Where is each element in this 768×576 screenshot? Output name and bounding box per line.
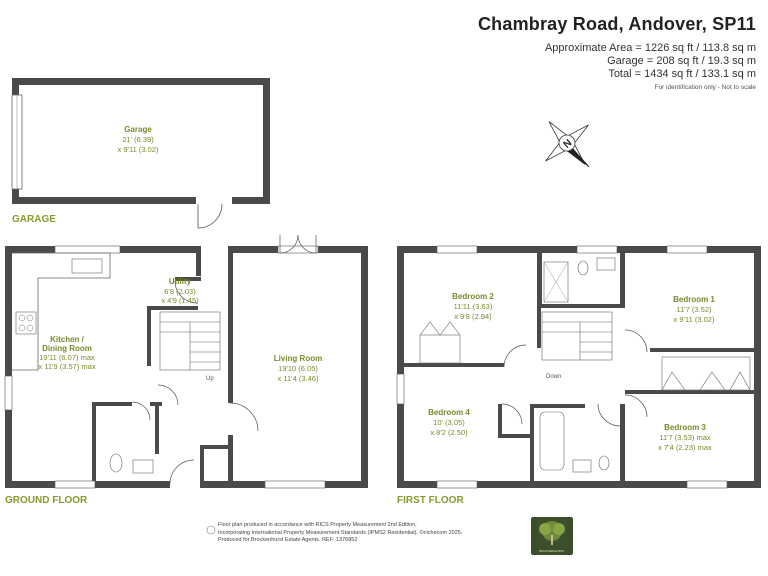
utility-name: Utility	[169, 277, 192, 286]
basin-icon	[132, 459, 154, 474]
bedroom4-name: Bedroom 4	[428, 408, 470, 417]
area-summary: Approximate Area = 1226 sq ft / 113.8 sq…	[545, 42, 756, 91]
bedroom2-dim2: x 9'8 (2.94)	[454, 312, 492, 321]
bathroom-basin-icon	[572, 459, 592, 473]
footer-line-3: Produced for Brockenhurst Estate Agents.…	[218, 537, 358, 543]
kitchen-dim1: 19'11 (6.07) max	[39, 353, 95, 362]
ground-floor-walls	[5, 246, 368, 488]
bath-icon	[539, 411, 565, 471]
utility-dim2: x 4'9 (1.45)	[161, 296, 199, 305]
bedroom2-dim1: 11'11 (3.63)	[454, 302, 493, 311]
garage-room-dim2: x 9'11 (3.02)	[118, 145, 159, 154]
ensuite-toilet-icon	[577, 260, 589, 276]
approx-area-text: Approximate Area = 1226 sq ft / 113.8 sq…	[544, 42, 756, 54]
ground-floor-windows	[4, 245, 326, 489]
living-dim1: 19'10 (6.05)	[278, 364, 318, 373]
garage-floor-label: GARAGE	[12, 214, 56, 225]
utility-dim1: 6'8 (2.03)	[164, 287, 196, 296]
bedroom3-name: Bedroom 3	[664, 423, 706, 432]
bedroom2-name: Bedroom 2	[452, 292, 494, 301]
wardrobes	[419, 321, 751, 391]
bedroom3-dim1: 11'7 (3.53) max	[659, 433, 711, 442]
bedroom4-dim2: x 8'2 (2.50)	[430, 428, 468, 437]
bedroom3-dim2: x 7'4 (2.23) max	[658, 443, 712, 452]
bedroom1-dim2: x 9'11 (3.02)	[674, 315, 715, 324]
garage-room-name: Garage	[124, 125, 152, 134]
footer-line-1: Floor plan produced in accordance with R…	[218, 522, 417, 528]
logo-text: BROCKENHURST	[539, 549, 565, 553]
kitchen-name1: Kitchen /	[50, 335, 85, 344]
living-dim2: x 11'4 (3.46)	[278, 374, 319, 383]
bathroom-toilet-icon	[598, 455, 610, 471]
first-door-swings	[501, 329, 648, 427]
toilet-icon	[109, 453, 123, 473]
disclaimer-text: For identification only - Not to scale	[654, 84, 756, 91]
ground-stairs	[159, 311, 221, 371]
first-stairs	[541, 311, 613, 361]
bedroom4-dim1: 10' (3.05)	[433, 418, 465, 427]
bedroom1-dim1: 11'7 (3.52)	[676, 305, 712, 314]
ground-stairs-label: Up	[206, 376, 214, 382]
kitchen-worktop	[12, 252, 111, 371]
property-address: Chambray Road, Andover, SP11	[477, 14, 756, 34]
total-area-text: Total = 1434 sq ft / 133.1 sq m	[608, 68, 756, 80]
kitchen-dim2: x 11'9 (3.57) max	[38, 362, 95, 371]
footer-line-2: Incorporating International Property Mea…	[218, 529, 463, 536]
sink-icon	[71, 258, 103, 274]
bedroom1-name: Bedroom 1	[673, 295, 715, 304]
kitchen-name2: Dining Room	[42, 344, 92, 353]
first-floor-walls	[397, 246, 761, 488]
info-icon	[206, 525, 216, 535]
ground-floor-label: GROUND FLOOR	[5, 495, 88, 506]
agent-logo: BROCKENHURST	[531, 517, 573, 555]
garage-room-dim1: 21' (6.39)	[122, 135, 154, 144]
living-name: Living Room	[274, 354, 322, 363]
ground-door-swings	[131, 280, 259, 485]
garage-side-door	[197, 203, 223, 229]
garage-area-text: Garage = 208 sq ft / 19.3 sq m	[607, 55, 756, 67]
footer-text: Floor plan produced in accordance with R…	[218, 522, 462, 545]
first-floor-windows	[396, 245, 728, 489]
compass-icon: N	[545, 121, 590, 168]
ensuite-basin-icon	[596, 257, 616, 271]
first-stairs-label: Down	[546, 374, 561, 380]
hob-icon	[15, 311, 37, 335]
first-floor-label: FIRST FLOOR	[397, 495, 464, 506]
